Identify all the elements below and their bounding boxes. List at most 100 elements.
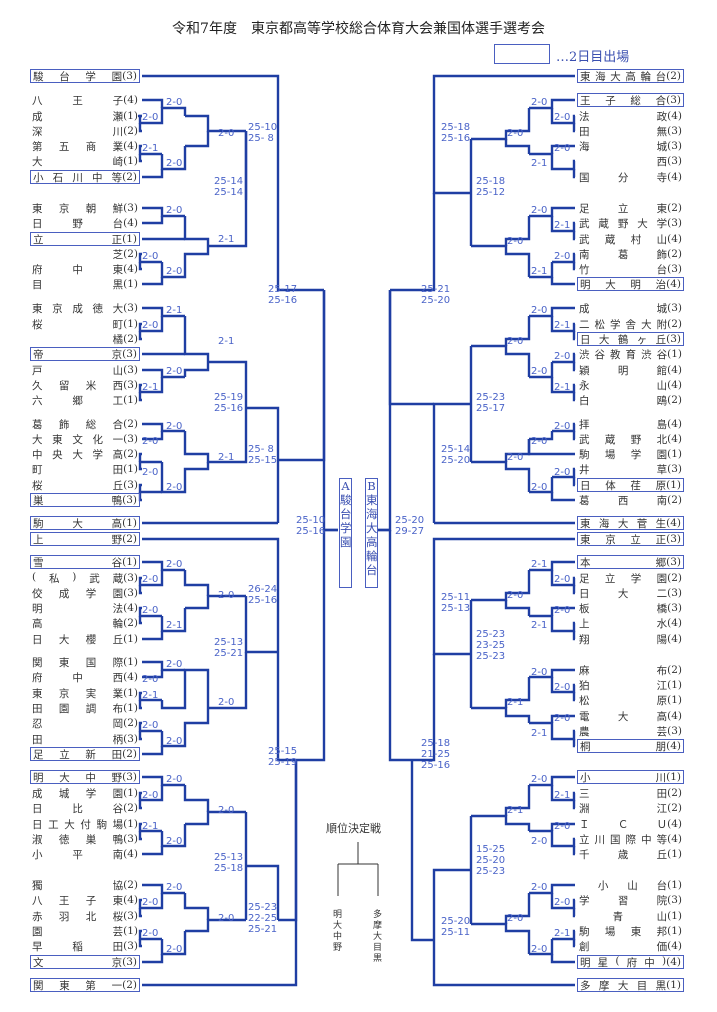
match-score: 25-20 29-27 (395, 515, 425, 537)
team-entry: 千歳丘(1) (577, 847, 684, 861)
team-seed: (1) (123, 463, 138, 475)
bracket-line (138, 483, 162, 494)
team-entry: 日野台(4) (30, 216, 140, 230)
bracket-line (276, 652, 296, 762)
match-score: 2-0 (166, 659, 183, 670)
team-seed: (3) (667, 587, 682, 599)
team-entry: 東海大高輪台(2) (577, 69, 684, 83)
team-seed: (3) (123, 202, 138, 214)
team-seed: (1) (123, 925, 138, 937)
team-seed: (3) (123, 733, 138, 745)
team-entry: 日工大付駒場(1) (30, 817, 140, 831)
bracket-line (138, 392, 142, 402)
team-name: 足立学園 (579, 572, 668, 585)
match-score: 25-21 25-20 (421, 284, 451, 306)
team-seed: (1) (667, 879, 682, 891)
bracket-line (529, 775, 575, 787)
team-seed: (4) (123, 217, 138, 229)
team-seed: (3) (122, 956, 137, 968)
team-seed: (4) (667, 710, 682, 722)
team-entry: (私)武蔵(3) (30, 571, 140, 585)
match-score: 2-0 (531, 774, 548, 785)
final-team-b: B 東海大高輪台 (365, 478, 378, 588)
match-score: 2-0 (166, 366, 183, 377)
bracket-line (572, 123, 576, 133)
bracket-line (471, 922, 531, 954)
team-name: 日大二 (579, 587, 668, 600)
match-score: 2-0 (554, 421, 571, 432)
match-score: 2-0 (166, 421, 183, 432)
team-entry: 本郷(3) (577, 555, 684, 569)
team-entry: 多摩大目黒(1) (577, 978, 684, 992)
bracket-line (138, 691, 162, 702)
bracket-line (388, 290, 434, 406)
bracket-line (572, 846, 576, 856)
bracket-line (529, 614, 576, 633)
bracket-line (529, 306, 575, 318)
bracket-line (246, 406, 280, 523)
team-entry: 佼成学園(3) (30, 586, 140, 600)
team-entry: 永山(4) (577, 378, 684, 392)
match-score: 25-18 25-12 (476, 176, 506, 198)
team-entry: 東京朝鮮(3) (30, 201, 140, 215)
team-entry: 成城学園(1) (30, 786, 140, 800)
team-seed: (2) (123, 717, 138, 729)
team-name: 田園調布 (32, 702, 124, 715)
match-score: 25-18 21-25 25-16 (421, 738, 451, 771)
bracket-line (529, 98, 575, 110)
team-seed: (3) (667, 602, 682, 614)
match-score: 2-0 (531, 882, 548, 893)
team-name: 深川 (32, 125, 124, 138)
legend-swatch (494, 44, 550, 64)
bracket-line (160, 708, 210, 748)
team-seed: (4) (123, 848, 138, 860)
team-seed: (4) (667, 379, 682, 391)
team-seed: (3) (123, 833, 138, 845)
team-seed: (2) (123, 448, 138, 460)
bracket-line (550, 954, 575, 964)
bracket-line (572, 585, 576, 595)
bracket-line (138, 616, 142, 625)
match-score: 2-0 (554, 713, 571, 724)
match-score: 2-1 (218, 452, 235, 463)
team-entry: 日大鶴ヶ丘(3) (577, 332, 684, 346)
team-name: 中央大学高 (32, 448, 124, 461)
team-entry: 淵江(2) (577, 801, 684, 815)
bracket-line (185, 131, 210, 148)
team-name: 小川 (580, 771, 667, 784)
team-entry: 雪谷(1) (30, 555, 140, 569)
bracket-line (142, 670, 164, 679)
team-name: 学習院 (579, 894, 668, 907)
team-name: 拝島 (579, 418, 668, 431)
bracket-line (185, 114, 246, 133)
team-seed: (3) (666, 533, 681, 545)
bracket-line (183, 316, 210, 362)
team-entry: 電大高(4) (577, 709, 684, 723)
bracket-line (552, 352, 576, 364)
team-name: 八王子東 (32, 894, 124, 907)
bracket-line (504, 439, 531, 462)
team-entry: 桜町(1) (30, 317, 140, 331)
team-entry: 東海大菅生(4) (577, 516, 684, 530)
match-score: 2-1 (166, 620, 183, 631)
bracket-line (378, 290, 392, 532)
team-seed: (1) (667, 679, 682, 691)
team-name: 立川国際中等 (579, 833, 668, 846)
team-seed: (2) (123, 617, 138, 629)
bracket-line (208, 200, 248, 248)
match-score: 2-0 (142, 467, 159, 478)
match-score: 2-0 (554, 897, 571, 908)
team-name: 武蔵野大学 (579, 217, 668, 230)
ranking-title: 順位決定戦 (326, 822, 381, 835)
bracket-line (550, 606, 575, 616)
team-name: 戸山 (32, 364, 124, 377)
team-entry: 農芸(3) (577, 724, 684, 738)
bracket-line (138, 721, 162, 733)
bracket-line (529, 883, 575, 895)
team-name: 桜町 (32, 318, 124, 331)
team-name: 早稲田 (32, 940, 124, 953)
bracket-line (550, 714, 575, 723)
team-name: 上野 (33, 533, 123, 546)
match-score: 25-20 25-11 (441, 916, 471, 938)
team-entry: 渋谷教育渋谷(1) (577, 347, 684, 361)
